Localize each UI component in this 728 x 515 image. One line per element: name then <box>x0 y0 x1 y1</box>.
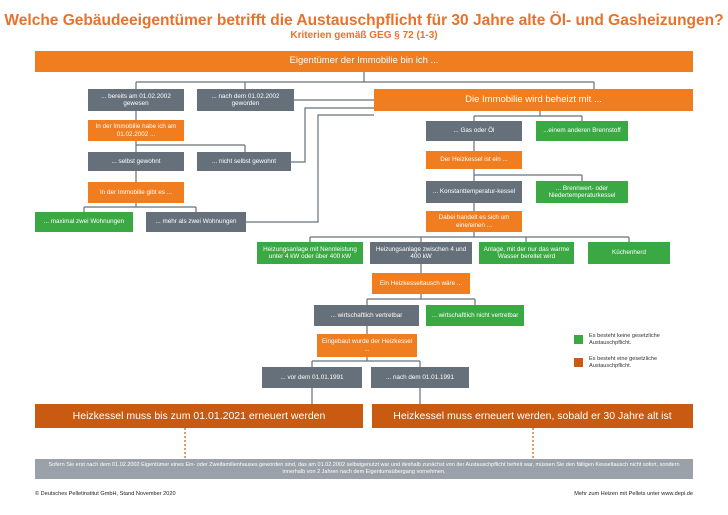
after-2002-node: ... nach dem 01.02.2002 geworden <box>197 89 294 111</box>
condensing-boiler-node: ... Brennwert- oder Niedertemperaturkess… <box>536 181 628 203</box>
heating-outside-range-node: Heizungsanlage mit Nennleistung unter 4 … <box>257 242 363 264</box>
self-lived-node: ... selbst gewohnt <box>88 152 184 171</box>
page-title: Welche Gebäudeeigentümer betrifft die Au… <box>4 12 724 29</box>
page-subtitle: Kriterien gemäß GEG § 72 (1-3) <box>290 30 438 41</box>
more-than-two-flats-node: ... mehr als zwei Wohnungen <box>146 212 246 232</box>
after-1991-node: ... nach dem 01.01.1991 <box>371 367 469 388</box>
legend-orange-label: Es besteht eine gesetzliche Austauschpfl… <box>589 356 658 369</box>
in-building-node: In der Immobilie gibt es ... <box>88 182 184 203</box>
before-2002-node: ... bereits am 01.02.2002 gewesen <box>88 89 184 111</box>
kitchen-stove-node: Küchenherd <box>588 242 670 264</box>
before-1991-node: ... vor dem 01.01.1991 <box>262 367 362 388</box>
constant-temperature-node: ... Konstanttemperatur-kessel <box>426 181 522 203</box>
boiler-is-node: Der Heizkessel ist ein ... <box>426 151 522 169</box>
gas-oil-node: ... Gas oder Öl <box>426 121 522 141</box>
not-self-lived-node: ... nicht selbst gewohnt <box>197 152 291 171</box>
footer-copyright: © Deutsches Pelletinstitut GmbH, Stand N… <box>35 491 176 497</box>
economically-justifiable-node: ... wirtschaftlich vertretbar <box>314 305 419 326</box>
result-renew-at-30-years: Heizkessel muss erneuert werden, sobald … <box>372 404 693 428</box>
footnote-box: Sofern Sie erst nach dem 01.02.2002 Eige… <box>35 459 693 479</box>
owner-node: Eigentümer der Immobilie bin ich ... <box>35 51 693 72</box>
heated-with-node: Die Immobilie wird beheizt mit ... <box>374 89 693 111</box>
it-is-node: Dabei handelt es sich um eine/einen ... <box>426 211 522 232</box>
lived-2002-node: In der Immobilie habe ich am 01.02.2002 … <box>88 120 184 141</box>
not-economically-justifiable-node: ... wirtschaftlich nicht vertretbar <box>426 305 524 326</box>
installed-node: Eingebaut wurde der Heizkessel ... <box>317 334 417 357</box>
hot-water-only-node: Anlage, mit der nur das warme Wasser ber… <box>479 242 574 264</box>
other-fuel-node: ...einem anderen Brennstoff <box>536 121 628 141</box>
footer-link: Mehr zum Heizen mit Pellets unter www.de… <box>574 491 693 497</box>
heating-4-to-400-node: Heizungsanlage zwischen 4 und 400 kW <box>370 242 472 264</box>
exchange-would-be-node: Ein Heizkesseltausch wäre ... <box>372 273 470 294</box>
max-two-flats-node: ... maximal zwei Wohnungen <box>35 212 133 232</box>
result-renew-by-2021: Heizkessel muss bis zum 01.01.2021 erneu… <box>35 404 363 428</box>
legend-orange-swatch <box>574 358 583 367</box>
legend-green-swatch <box>574 335 583 344</box>
legend-green-label: Es besteht keine gesetzliche Austauschpf… <box>589 333 660 346</box>
